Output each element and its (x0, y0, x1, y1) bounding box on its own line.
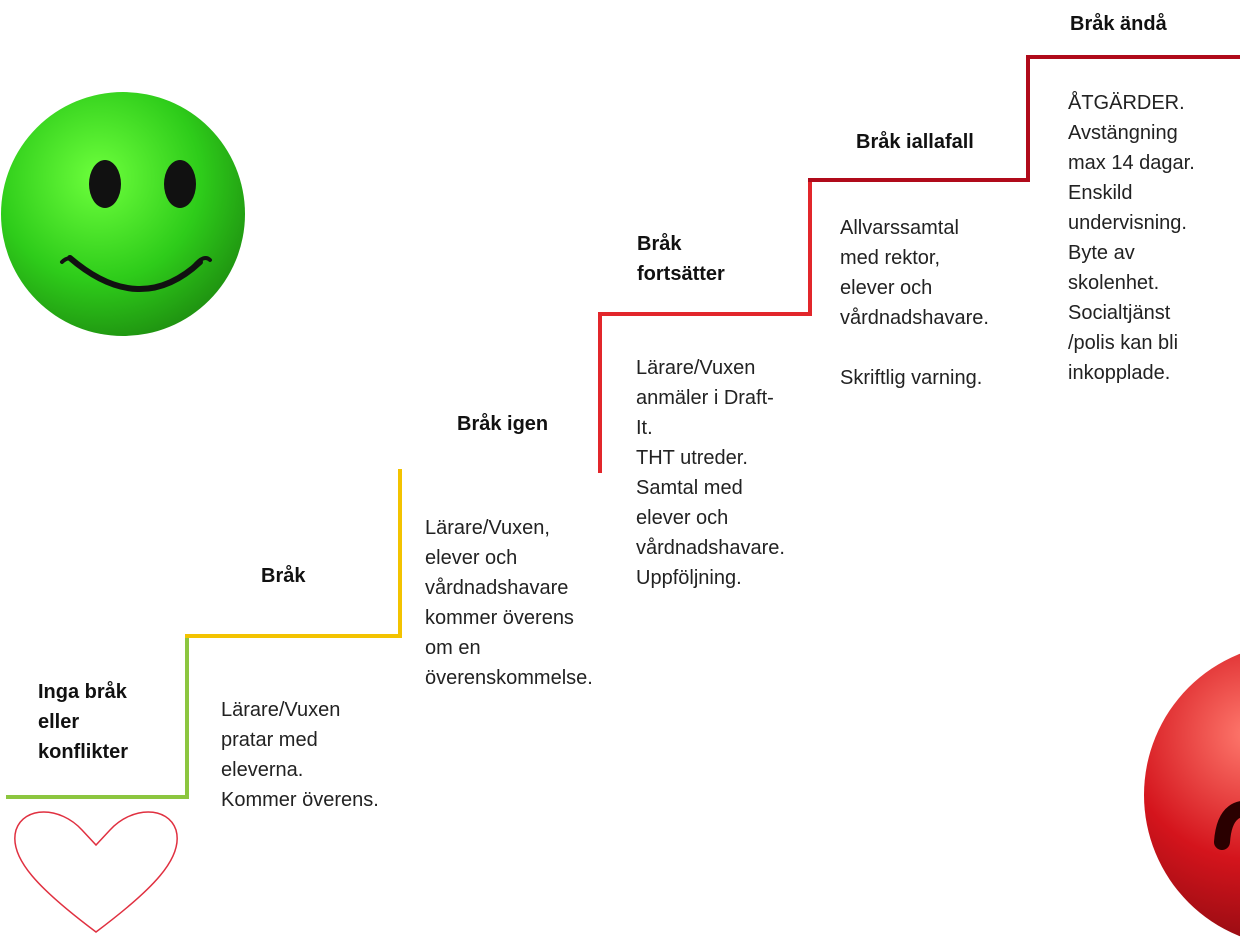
step-2-description: Lärare/Vuxen pratar med eleverna. Kommer… (221, 699, 379, 811)
step-3-heading: Bråk igen (457, 413, 549, 435)
step-segment-5 (808, 55, 1240, 182)
step-segment-1 (6, 634, 189, 799)
step-5-description: Allvarssamtal med rektor, elever och vår… (840, 217, 989, 389)
step-1-heading: Inga bråk eller konflikter (38, 681, 129, 763)
step-6-description: ÅTGÄRDER. Avstängning max 14 dagar. Ensk… (1068, 92, 1195, 384)
step-6-heading: Bråk ändå (1070, 13, 1167, 35)
step-5-heading: Bråk iallafall (856, 131, 974, 153)
step-2-heading: Bråk (261, 565, 306, 587)
step-4-heading: Bråk fortsätter (637, 233, 725, 285)
happy-smiley-icon (1, 92, 245, 336)
staircase-line (6, 55, 1240, 799)
heart-outline-icon (14, 811, 178, 933)
step-segment-4 (598, 178, 812, 473)
step-segment-2 (185, 469, 402, 638)
step-4-description: Lärare/Vuxen anmäler i Draft- It. THT ut… (636, 357, 785, 589)
sad-face-icon (1144, 653, 1240, 937)
step-3-description: Lärare/Vuxen, elever och vårdnadshavare … (425, 517, 593, 689)
